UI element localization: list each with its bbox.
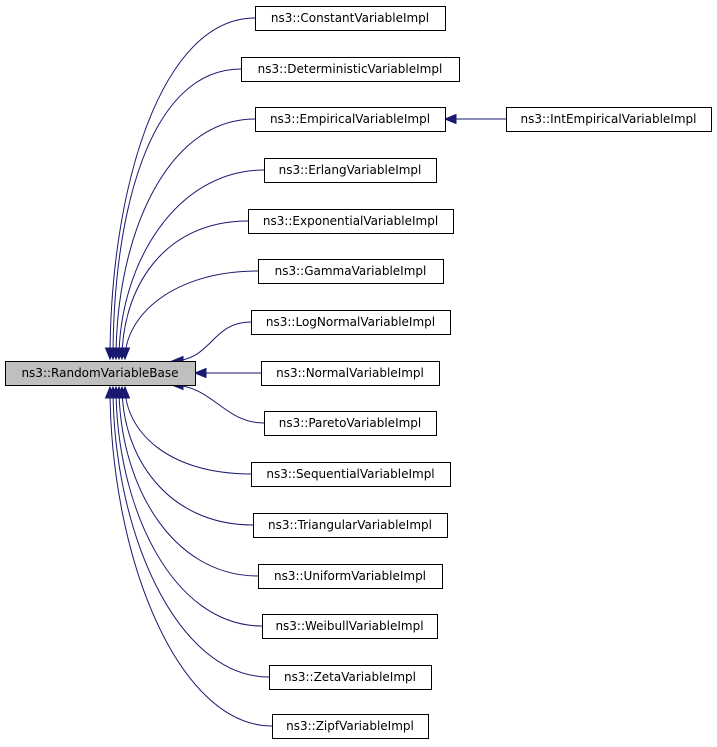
edge-empirical-to-base <box>110 118 256 361</box>
class-node-zeta[interactable]: ns3::ZetaVariableImpl <box>269 665 432 690</box>
edge-gamma-to-base <box>119 270 259 361</box>
class-node-label: ns3::ZetaVariableImpl <box>284 670 416 684</box>
arrowhead-14 <box>104 385 116 399</box>
class-node-deterministic[interactable]: ns3::DeterministicVariableImpl <box>241 57 460 82</box>
edge-line <box>115 386 263 627</box>
edge-uniform-to-base <box>113 385 259 577</box>
class-node-box <box>255 107 446 132</box>
class-node-label: ns3::TriangularVariableImpl <box>268 518 432 532</box>
class-node-label: ns3::DeterministicVariableImpl <box>258 62 443 76</box>
edge-line <box>115 118 256 360</box>
arrowhead-7 <box>193 367 207 379</box>
edge-intempirical-to-empirical <box>443 113 506 125</box>
class-node-sequential[interactable]: ns3::SequentialVariableImpl <box>251 462 451 487</box>
edge-line <box>109 17 256 360</box>
class-node-box <box>251 462 451 487</box>
edge-line <box>124 386 252 475</box>
class-node-label: ns3::ParetoVariableImpl <box>279 416 422 430</box>
class-node-box <box>258 564 443 589</box>
edge-normal-to-base <box>193 367 261 379</box>
class-node-pareto[interactable]: ns3::ParetoVariableImpl <box>264 411 437 436</box>
class-node-label: ns3::ConstantVariableImpl <box>271 11 429 25</box>
nodes-layer: ns3::RandomVariableBase ns3::ConstantVari… <box>5 6 712 739</box>
class-node-normal[interactable]: ns3::NormalVariableImpl <box>261 361 440 386</box>
edge-line <box>112 68 242 360</box>
class-node-label: ns3::LogNormalVariableImpl <box>266 315 435 329</box>
class-node-box <box>248 209 454 234</box>
edge-line <box>112 386 270 678</box>
edge-pareto-to-base <box>170 379 265 424</box>
class-node-box <box>264 411 437 436</box>
class-node-box <box>255 6 446 31</box>
class-node-label: ns3::SequentialVariableImpl <box>266 467 434 481</box>
class-node-label: ns3::RandomVariableBase <box>21 366 178 380</box>
class-node-constant[interactable]: ns3::ConstantVariableImpl <box>255 6 446 31</box>
class-node-label: ns3::ExponentialVariableImpl <box>263 214 438 228</box>
edge-weibull-to-base <box>110 385 263 627</box>
edge-line <box>109 386 273 727</box>
class-node-triangular[interactable]: ns3::TriangularVariableImpl <box>253 513 448 538</box>
class-node-label: ns3::EmpiricalVariableImpl <box>270 112 430 126</box>
class-node-label: ns3::ErlangVariableImpl <box>279 163 422 177</box>
class-node-label: ns3::UniformVariableImpl <box>274 569 426 583</box>
edges-layer <box>104 17 506 727</box>
class-node-box <box>261 361 440 386</box>
class-node-uniform[interactable]: ns3::UniformVariableImpl <box>258 564 443 589</box>
edge-line <box>121 220 249 360</box>
edge-line <box>171 384 265 424</box>
class-node-label: ns3::ZipfVariableImpl <box>286 719 414 733</box>
edge-line <box>118 386 259 577</box>
edge-sequential-to-base <box>119 385 252 475</box>
class-node-erlang[interactable]: ns3::ErlangVariableImpl <box>264 158 437 183</box>
edge-triangular-to-base <box>116 385 254 526</box>
class-node-empirical[interactable]: ns3::EmpiricalVariableImpl <box>255 107 446 132</box>
class-node-box <box>506 107 712 132</box>
edge-zipf-to-base <box>104 385 273 727</box>
edge-lognormal-to-base <box>170 321 252 367</box>
edge-line <box>124 270 259 360</box>
edge-deterministic-to-base <box>107 68 242 361</box>
edge-line <box>118 169 265 360</box>
edge-erlang-to-base <box>113 169 265 361</box>
class-node-box <box>5 361 196 386</box>
class-node-box <box>269 665 432 690</box>
class-node-gamma[interactable]: ns3::GammaVariableImpl <box>258 259 444 284</box>
class-node-box <box>253 513 448 538</box>
edge-line <box>121 386 254 526</box>
class-node-box <box>262 614 438 639</box>
edge-exponential-to-base <box>116 220 249 361</box>
arrowhead-5 <box>119 347 131 361</box>
class-node-lognormal[interactable]: ns3::LogNormalVariableImpl <box>251 310 451 335</box>
class-node-box <box>272 714 429 739</box>
class-node-base[interactable]: ns3::RandomVariableBase <box>5 361 196 386</box>
class-node-box <box>258 259 444 284</box>
edge-line <box>171 321 252 362</box>
class-node-exponential[interactable]: ns3::ExponentialVariableImpl <box>248 209 454 234</box>
class-node-intempirical[interactable]: ns3::IntEmpiricalVariableImpl <box>506 107 712 132</box>
arrowhead-15 <box>443 113 457 125</box>
edge-zeta-to-base <box>107 385 270 678</box>
class-node-box <box>241 57 460 82</box>
class-node-label: ns3::GammaVariableImpl <box>275 264 427 278</box>
class-node-label: ns3::NormalVariableImpl <box>276 366 424 380</box>
class-node-box <box>251 310 451 335</box>
class-node-zipf[interactable]: ns3::ZipfVariableImpl <box>272 714 429 739</box>
class-node-weibull[interactable]: ns3::WeibullVariableImpl <box>262 614 438 639</box>
class-node-label: ns3::WeibullVariableImpl <box>275 619 423 633</box>
class-node-box <box>264 158 437 183</box>
class-node-label: ns3::IntEmpiricalVariableImpl <box>521 112 697 126</box>
